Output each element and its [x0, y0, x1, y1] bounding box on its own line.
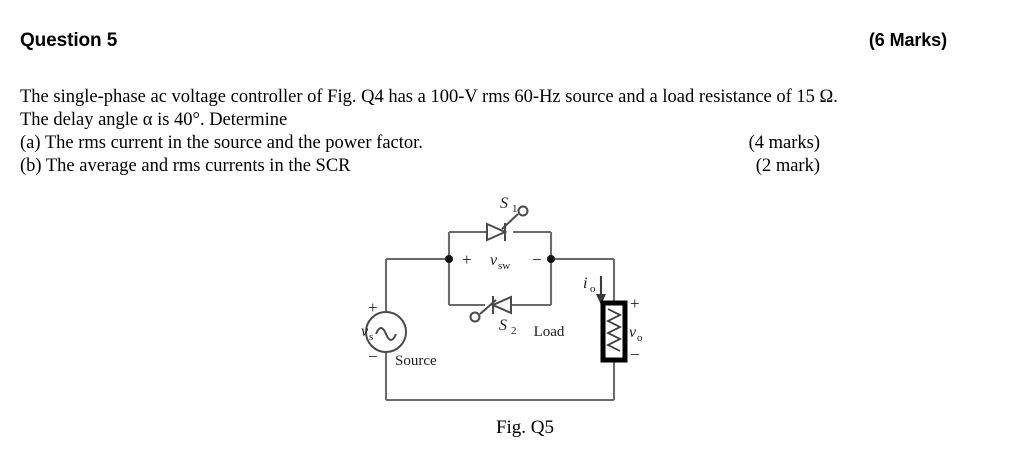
output-current-arrow-icon [596, 276, 606, 305]
scr-s2-label-sub: 2 [511, 325, 517, 337]
page-title: Question 5 [20, 30, 118, 51]
question-part-a-marks: (4 marks) [748, 133, 820, 153]
source-minus-sign: − [368, 347, 378, 366]
node-dot-right [547, 255, 555, 263]
question-part-b-text: (b) The average and rms currents in the … [20, 156, 351, 176]
load-minus-sign: − [630, 345, 640, 364]
question-header: Question 5 (6 Marks) [20, 30, 985, 52]
scr-s2-icon [469, 295, 512, 323]
node-dot-left [445, 255, 453, 263]
source-label: Source [395, 353, 437, 369]
question-part-b-marks: (2 mark) [755, 156, 820, 176]
scr-s1-label-sub: 1 [512, 203, 518, 215]
question-line-1: The single-phase ac voltage controller o… [20, 87, 838, 107]
switch-voltage-label-sub: sw [498, 260, 510, 272]
source-voltage-label-sub: s [369, 331, 373, 343]
scr-s1-icon [486, 205, 529, 242]
scr-s1-label: S [500, 195, 508, 212]
total-marks-label: (6 Marks) [868, 30, 947, 50]
output-current-label-sub: o [590, 283, 596, 295]
switch-voltage-label: v [490, 252, 498, 269]
figure-container: S 1 S 2 + − v sw v s + − Source [0, 190, 1024, 439]
question-part-b: (b) The average and rms currents in the … [20, 155, 1005, 178]
circuit-diagram: S 1 S 2 + − v sw v s + − Source [361, 195, 643, 402]
switch-minus-sign: − [532, 250, 542, 269]
load-resistor-icon [600, 300, 628, 363]
figure-caption: Fig. Q5 [495, 417, 555, 438]
question-body: The single-phase ac voltage controller o… [20, 86, 1005, 178]
load-label: Load [534, 324, 565, 340]
question-part-a: (a) The rms current in the source and th… [20, 132, 1005, 155]
output-current-label: i [583, 275, 587, 292]
switch-plus-sign: + [462, 250, 472, 269]
source-plus-sign: + [368, 298, 378, 317]
ac-source-icon [365, 311, 407, 353]
scr-s2-label: S [499, 317, 507, 334]
output-voltage-label-sub: o [637, 332, 643, 344]
question-part-a-text: (a) The rms current in the source and th… [20, 133, 423, 153]
source-voltage-label: v [361, 323, 369, 340]
question-line-2: The delay angle α is 40°. Determine [20, 110, 288, 130]
load-plus-sign: + [630, 294, 640, 313]
output-voltage-label: v [629, 324, 637, 341]
